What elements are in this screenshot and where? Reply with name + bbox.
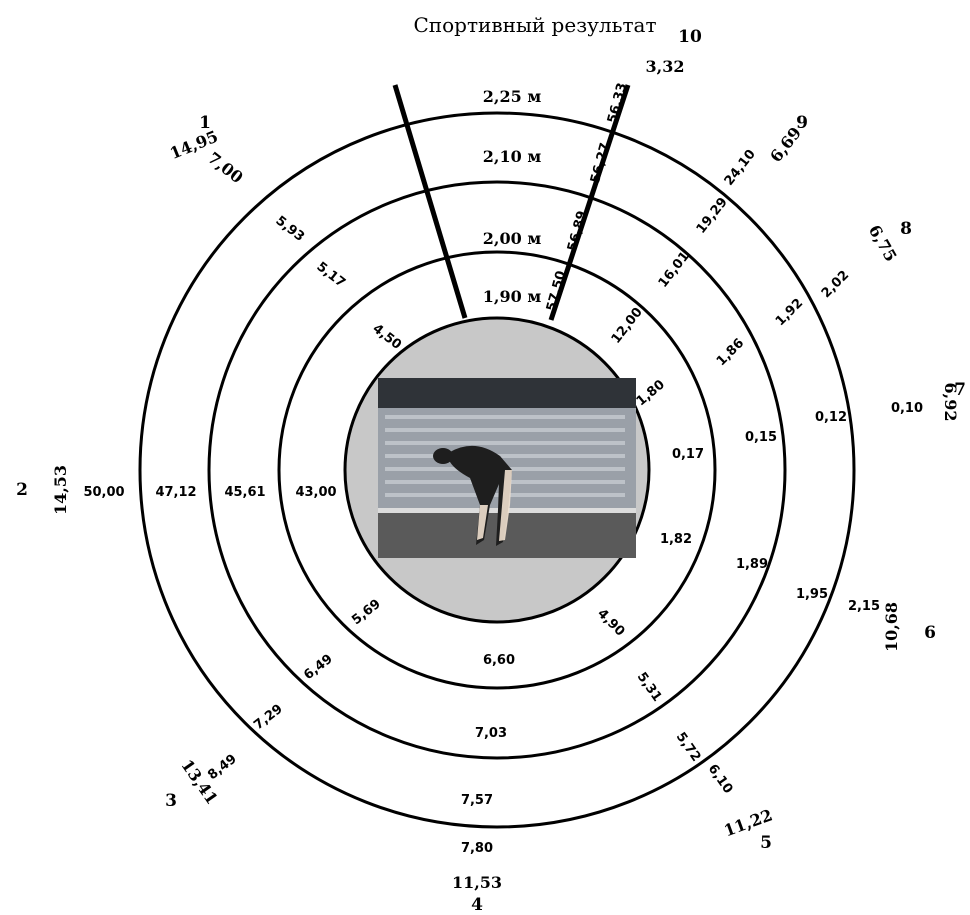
- height-label-2: 2,00 м: [483, 229, 542, 248]
- sector-8-value-1: 1,80: [634, 377, 668, 409]
- sector-8: 1,80 1,86 1,92 2,02 6,75 8: [634, 219, 912, 409]
- sector-2-score: 14,53: [51, 465, 70, 515]
- sector-4-score: 11,53: [452, 873, 502, 892]
- title: Спортивный результат: [413, 13, 656, 37]
- sector-7-number: 7: [954, 380, 966, 400]
- sector-4-value-3: 7,57: [461, 793, 493, 808]
- sector-9-value-2: 16,01: [656, 249, 693, 291]
- sector-line-left: [392, 84, 468, 319]
- sector-line-right: [548, 84, 631, 321]
- sector-6-value-1: 1,82: [660, 532, 692, 547]
- sector-5-number: 5: [760, 833, 772, 853]
- sector-9-value-4: 24,10: [722, 147, 759, 189]
- sector-8-value-3: 1,92: [773, 296, 806, 329]
- sector-2-value-3: 47,12: [155, 485, 196, 500]
- sector-1-value-2: 5,17: [314, 259, 349, 291]
- sector-7-score: 6,92: [941, 383, 960, 422]
- sector-5-value-2: 5,31: [634, 670, 665, 705]
- sector-10-number: 10: [678, 27, 702, 47]
- sector-10-value-3: 56,27: [588, 141, 613, 185]
- sector-3-value-3: 7,29: [251, 702, 286, 734]
- sector-10-value-4: 56,33: [605, 81, 630, 125]
- height-label-3: 2,10 м: [483, 147, 542, 166]
- sector-10-score: 3,32: [646, 57, 685, 76]
- sector-5-value-1: 4,90: [594, 606, 627, 639]
- sector-6-value-2: 1,89: [736, 557, 768, 572]
- height-label-4: 2,25 м: [483, 87, 542, 106]
- sector-8-value-4: 2,02: [819, 268, 852, 301]
- sector-3: 5,69 6,49 7,29 8,49 13,41 3: [165, 597, 384, 811]
- athlete-photo: [378, 378, 636, 558]
- sector-1-value-3: 5,93: [273, 213, 308, 245]
- sector-7-value-2: 0,15: [745, 430, 777, 445]
- sector-1-value-1: 4,50: [370, 321, 405, 353]
- sector-6-value-3: 1,95: [796, 587, 828, 602]
- sector-6-value-4: 2,15: [848, 599, 880, 614]
- sector-4-value-1: 6,60: [483, 653, 515, 668]
- sector-6-number: 6: [924, 623, 936, 643]
- ring-second: [277, 250, 717, 690]
- sector-2-number: 2: [16, 480, 28, 500]
- sector-8-number: 8: [900, 219, 912, 239]
- sector-8-score: 6,75: [865, 222, 901, 265]
- sector-10-value-2: 56,89: [565, 209, 590, 253]
- sector-5-value-3: 5,72: [673, 730, 704, 765]
- ring-outer: [138, 111, 856, 829]
- sector-9: 12,00 16,01 19,29 24,10 6,69 9: [609, 113, 808, 347]
- sector-7-value-3: 0,12: [815, 410, 847, 425]
- sector-6-score: 10,68: [882, 602, 901, 652]
- sector-8-value-2: 1,86: [714, 336, 747, 369]
- sector-4-number: 4: [471, 895, 483, 915]
- sector-10-value-1: 57,50: [544, 269, 569, 313]
- sector-3-number: 3: [165, 791, 177, 811]
- sector-3-value-2: 6,49: [301, 652, 336, 684]
- sector-2-value-2: 45,61: [224, 485, 265, 500]
- sector-3-value-4: 8,49: [205, 752, 240, 784]
- sector-5-value-4: 6,10: [705, 762, 736, 797]
- sector-1: 4,50 5,17 5,93 7,00 14,95 1: [167, 113, 404, 353]
- sector-4-value-4: 7,80: [461, 841, 493, 856]
- sector-7: 0,17 0,15 0,12 0,10 6,92 7: [672, 380, 966, 462]
- sector-3-value-1: 5,69: [349, 597, 384, 629]
- sector-1-score-extra: 7,00: [204, 148, 246, 187]
- sector-9-number: 9: [796, 113, 808, 133]
- sector-2-value-1: 43,00: [295, 485, 336, 500]
- ring-third: [207, 180, 787, 760]
- sector-2-value-4: 50,00: [83, 485, 124, 500]
- sector-9-value-3: 19,29: [694, 195, 731, 237]
- sector-9-value-1: 12,00: [609, 305, 646, 347]
- sector-7-value-4: 0,10: [891, 401, 923, 416]
- sector-6: 1,82 1,89 1,95 2,15 10,68 6: [660, 532, 936, 652]
- sector-2: 43,00 45,61 47,12 50,00 14,53 2: [16, 465, 336, 515]
- sector-4-value-2: 7,03: [475, 726, 507, 741]
- sector-4: 6,60 7,03 7,57 7,80 11,53 4: [452, 653, 515, 915]
- sector-1-number: 1: [199, 113, 211, 133]
- sector-7-value-1: 0,17: [672, 447, 704, 462]
- height-label-1: 1,90 м: [483, 287, 542, 306]
